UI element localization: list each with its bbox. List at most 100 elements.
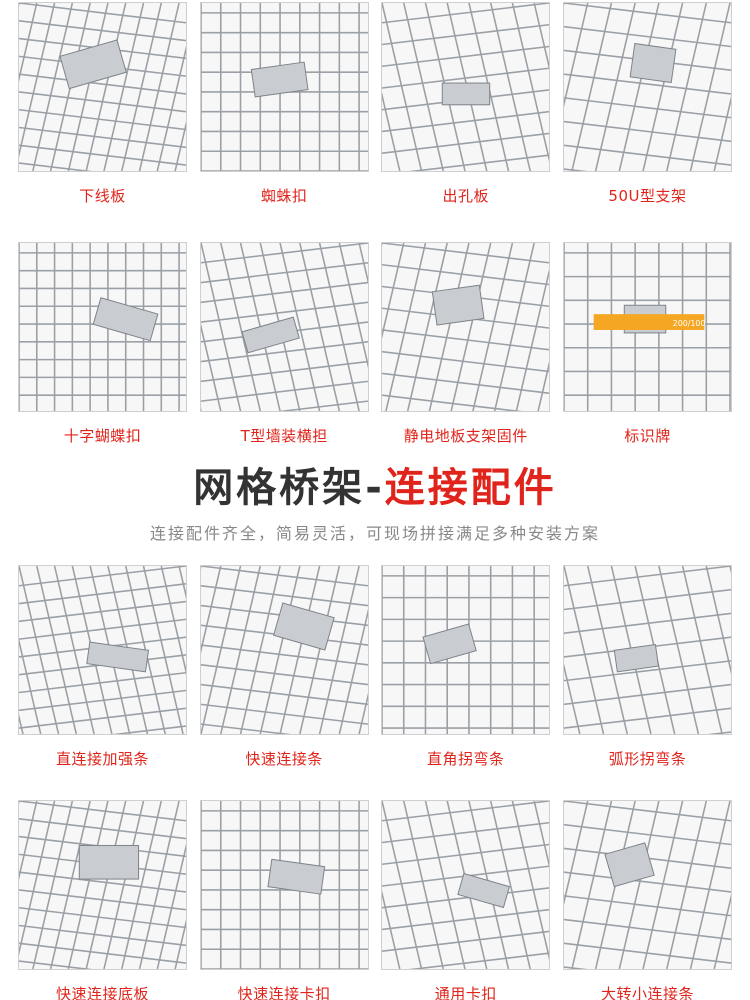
universal-clip-photo	[381, 800, 551, 970]
mesh-wire	[385, 243, 427, 411]
mesh-wire	[665, 801, 708, 969]
mesh-wire	[19, 3, 186, 24]
product-card[interactable]: 直连接加强条	[18, 565, 187, 769]
mesh-wire	[563, 120, 731, 143]
wire-mesh	[382, 801, 550, 969]
mesh-wire	[200, 664, 368, 686]
wire-mesh	[200, 801, 368, 969]
mesh-wire	[563, 97, 731, 119]
mesh-wire	[563, 3, 589, 108]
mesh-wire	[382, 67, 550, 89]
mesh-wire	[382, 91, 401, 171]
product-label: 通用卡扣	[434, 985, 497, 1000]
mesh-wire	[120, 3, 163, 171]
mesh-wire	[563, 566, 731, 587]
mesh-wire	[563, 663, 581, 734]
mesh-wire	[658, 566, 700, 734]
mesh-wire	[200, 566, 241, 734]
mesh-wire	[200, 243, 368, 264]
wire-mesh	[200, 3, 368, 171]
quick-connect-base-photo	[18, 800, 187, 970]
mesh-wire	[357, 692, 368, 734]
mesh-wire	[200, 703, 368, 725]
section-title-main: 网格桥架	[193, 465, 366, 511]
mesh-wire	[49, 801, 91, 969]
mesh-wire	[494, 243, 536, 411]
product-card[interactable]: 大转小连接条	[562, 800, 732, 1000]
mesh-wire	[338, 608, 368, 734]
product-card[interactable]: 直角拐弯条	[381, 565, 551, 769]
product-card[interactable]: 快速连接卡扣	[199, 800, 369, 1000]
metal-fitting	[86, 641, 150, 673]
metal-fitting	[78, 844, 140, 880]
mesh-wire	[200, 644, 368, 666]
mesh-wire	[428, 243, 471, 411]
wire-mesh	[563, 3, 731, 171]
mesh-wire	[200, 261, 368, 284]
mesh-wire	[563, 918, 731, 941]
product-card[interactable]: 蜘蛛扣	[199, 2, 369, 206]
product-card[interactable]: 快速连接条	[199, 565, 369, 769]
product-card[interactable]: 下线板	[18, 2, 187, 206]
mesh-wire	[382, 350, 550, 373]
mesh-wire	[382, 3, 550, 24]
product-label: 大转小连接条	[600, 985, 694, 1000]
mesh-wire	[19, 3, 56, 158]
mesh-wire	[318, 566, 360, 734]
mesh-wire	[713, 894, 731, 969]
mesh-wire	[665, 3, 708, 171]
mesh-wire	[200, 566, 368, 587]
mesh-wire	[382, 110, 550, 133]
metal-fitting	[241, 316, 300, 354]
product-label: T型墙装横担	[240, 427, 328, 445]
mesh-wire	[19, 801, 38, 881]
mesh-wire	[382, 930, 550, 952]
product-label: 出孔板	[442, 187, 490, 205]
product-card[interactable]: 快速连接底板	[18, 800, 187, 1000]
product-label: 直角拐弯条	[427, 750, 505, 768]
mesh-wire	[511, 801, 550, 960]
wire-mesh	[19, 243, 186, 411]
mesh-wire	[563, 801, 731, 822]
mesh-wire	[278, 243, 321, 411]
product-card[interactable]: 弧形拐弯条	[562, 565, 732, 769]
metal-fitting	[92, 297, 159, 342]
mesh-wire	[563, 942, 731, 964]
product-card[interactable]: 出孔板	[381, 2, 551, 206]
product-card[interactable]: 通用卡扣	[381, 800, 551, 1000]
product-card[interactable]: 50U型支架	[562, 2, 732, 206]
mesh-wire	[382, 3, 423, 171]
mesh-wire	[32, 801, 74, 969]
metal-fitting	[442, 82, 491, 106]
mesh-wire	[142, 566, 184, 734]
mesh-wire	[563, 588, 731, 611]
product-card[interactable]: T型墙装横担	[199, 242, 369, 446]
wire-mesh	[382, 566, 550, 734]
mesh-wire	[642, 801, 684, 969]
wire-mesh	[200, 566, 368, 734]
label-plate-text: 200/100	[673, 319, 706, 328]
product-label: 标识牌	[624, 427, 671, 445]
mesh-wire	[298, 566, 340, 734]
mesh-wire	[156, 843, 186, 969]
product-card[interactable]: 十字蝴蝶扣	[18, 242, 187, 446]
mesh-wire	[19, 618, 186, 640]
outlet-plate-photo	[381, 2, 551, 172]
mesh-wire	[19, 566, 186, 587]
mesh-wire	[19, 818, 186, 840]
mesh-wire	[200, 584, 368, 607]
mesh-wire	[19, 162, 93, 171]
product-label: 下线板	[79, 187, 126, 205]
mesh-wire	[160, 566, 186, 675]
mesh-wire	[200, 323, 222, 411]
mesh-wire	[19, 801, 56, 956]
mesh-wire	[382, 801, 423, 969]
mesh-wire	[563, 871, 731, 893]
mesh-wire	[586, 566, 628, 734]
mesh-wire	[120, 801, 163, 969]
product-card[interactable]: 200/100 标识牌	[562, 242, 732, 446]
mesh-wire	[338, 243, 368, 369]
product-label: 快速连接条	[245, 750, 323, 768]
mesh-wire	[563, 3, 731, 24]
product-card[interactable]: 静电地板支架固件	[381, 242, 551, 446]
